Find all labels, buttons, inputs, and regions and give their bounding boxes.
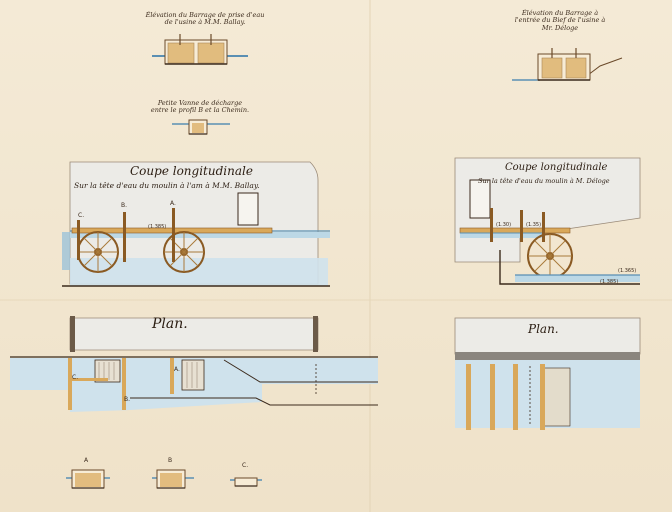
caption-line: de l'usine à M.M. Ballay.	[164, 18, 246, 27]
level-right-4: (1.385)	[600, 279, 619, 285]
profile-label-b: B	[168, 457, 173, 464]
label-b: B.	[121, 202, 128, 209]
level-left: (1.385)	[148, 224, 167, 230]
elevation-deloge	[512, 48, 623, 81]
profile-c	[230, 477, 262, 487]
elevation-ballay	[152, 34, 248, 65]
caption-elevation-deloge: Élévation du Barrage à l'entrée du Bief …	[500, 9, 620, 32]
plan-right-title: Plan.	[528, 322, 559, 336]
level-right-3: (1.365)	[618, 268, 637, 274]
coupe-right-title: Coupe longitudinale	[505, 162, 608, 173]
caption-line: Élévation du Barrage à	[521, 9, 599, 17]
caption-line: Mr. Déloge	[541, 23, 579, 32]
caption-line: l'entrée du Bief de l'usine à	[514, 16, 606, 25]
plan-label-a: A.	[174, 366, 180, 373]
coupe-left	[62, 161, 330, 287]
plan-left-title: Plan.	[152, 316, 188, 332]
plan-label-c: C.	[72, 374, 79, 381]
coupe-right	[454, 157, 641, 285]
caption-small-vanne: Petite Vanne de décharge entre le profil…	[150, 99, 250, 115]
caption-line: Élévation du Barrage de prise d'eau	[145, 11, 265, 19]
small-vanne	[172, 119, 230, 135]
label-a: A.	[170, 200, 176, 207]
caption-elevation-ballay: Élévation du Barrage de prise d'eau de l…	[140, 11, 270, 27]
profile-label-a: A	[84, 457, 89, 464]
profile-b	[152, 469, 194, 489]
profile-label-c: C.	[242, 462, 249, 469]
label-c: C.	[78, 212, 85, 219]
coupe-left-title: Coupe longitudinale	[130, 164, 253, 178]
level-right-1: (1.30)	[496, 222, 512, 228]
plan-label-b: B.	[124, 396, 131, 403]
level-right-2: (1.35)	[526, 222, 542, 228]
coupe-left-subtitle: Sur la tête d'eau du moulin à l'am à M.M…	[74, 181, 260, 190]
caption-line: Petite Vanne de décharge	[157, 99, 243, 107]
plan-left	[10, 316, 378, 412]
coupe-right-subtitle: Sur la tête d'eau du moulin à M. Déloge	[478, 177, 610, 185]
caption-line: entre le profil B et la Chemin.	[150, 106, 250, 115]
profile-a	[66, 469, 110, 489]
plan-right	[454, 317, 641, 430]
